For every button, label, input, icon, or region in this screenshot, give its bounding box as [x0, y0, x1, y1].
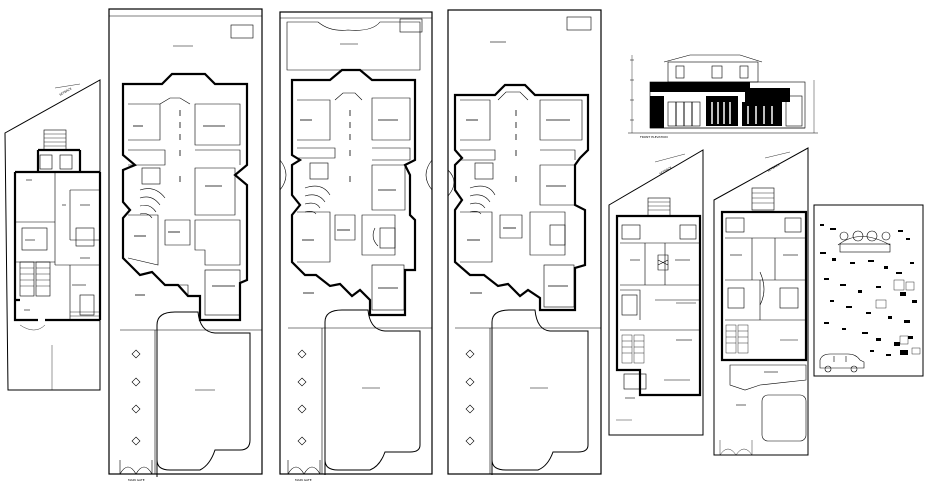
- svg-text:SETBACK: SETBACK: [659, 165, 674, 176]
- left-wing-plan: SETBACK: [4, 79, 102, 391]
- block-plan-left: SETBACK: [608, 149, 704, 436]
- landscape-detail: [813, 204, 924, 377]
- svg-text:SETBACK: SETBACK: [59, 86, 74, 97]
- block-plan-right: SETBACK: [713, 147, 809, 456]
- first-floor-plan: MAIN GATE: [279, 11, 433, 482]
- front-elevation: FRONT ELEVATION: [628, 54, 818, 139]
- svg-text:SETBACK: SETBACK: [767, 162, 782, 173]
- svg-text:MAIN GATE: MAIN GATE: [295, 478, 312, 482]
- ground-floor-plan: MAIN GATE: [108, 8, 263, 482]
- svg-text:FRONT ELEVATION: FRONT ELEVATION: [640, 135, 668, 139]
- second-floor-plan: [447, 9, 602, 475]
- svg-text:MAIN GATE: MAIN GATE: [128, 478, 145, 482]
